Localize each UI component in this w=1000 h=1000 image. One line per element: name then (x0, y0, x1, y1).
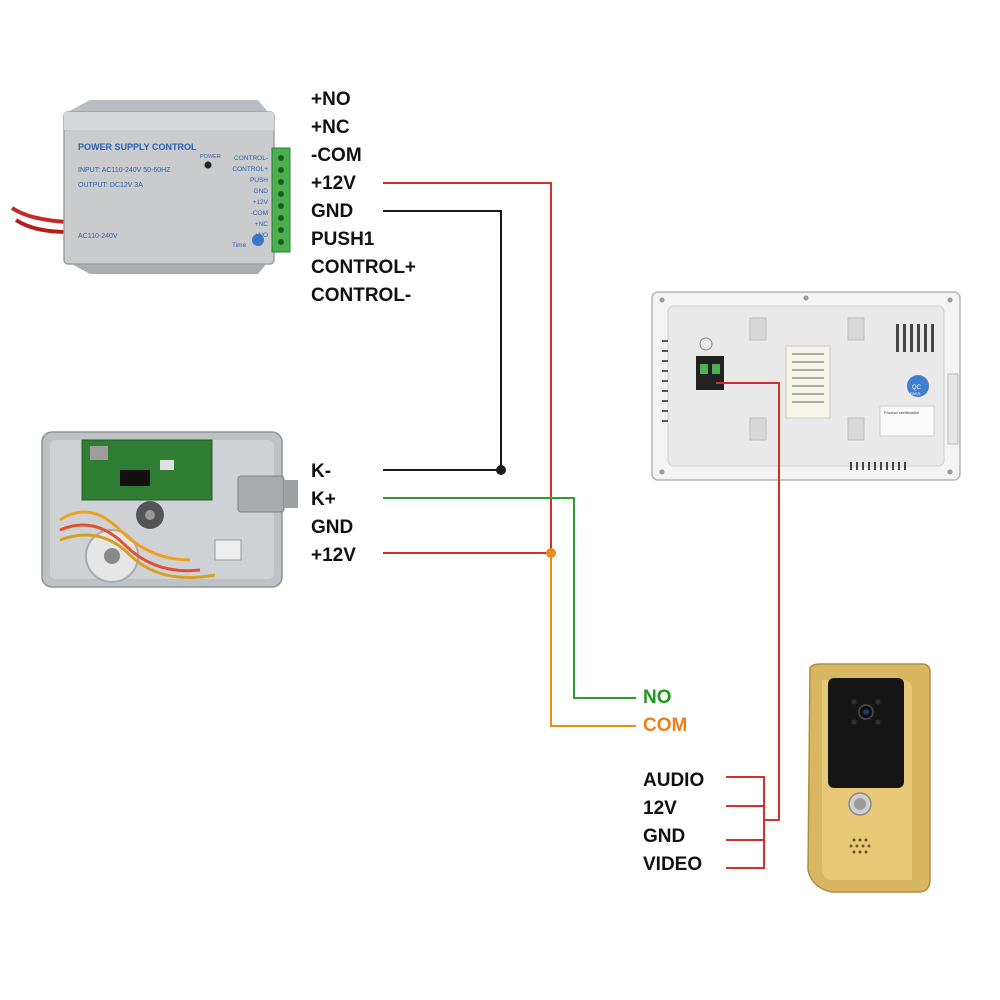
ps-terminal-label: +12V (253, 199, 269, 206)
wire-monitor-link (716, 382, 780, 821)
ps-pin-label: CONTROL- (311, 285, 412, 306)
cert-title: Product certification (884, 410, 919, 415)
lock-pin-label: GND (311, 517, 354, 538)
ps-pin-label: CONTROL+ (311, 257, 417, 278)
ps-terminal-label: +NO (254, 232, 268, 239)
ps-power-label: POWER (200, 154, 221, 160)
wire-12v (383, 182, 552, 553)
lock-pin-label: +12V (311, 545, 356, 566)
ps-title: POWER SUPPLY CONTROL (78, 142, 197, 152)
outdoor-pin-label: VIDEO (643, 854, 703, 875)
relay-com-label: COM (643, 715, 688, 736)
ps-pin-label: +NC (311, 117, 350, 138)
outdoor-pin-label: GND (643, 826, 686, 847)
relay-no-label: NO (643, 687, 672, 708)
outdoor-doorbell-unit (807, 663, 931, 893)
wire-com (550, 553, 636, 727)
lock-pin-label: K+ (311, 489, 336, 510)
lock-pin-label: K- (311, 461, 332, 482)
ps-terminal-label: GND (254, 188, 269, 195)
ps-ac-label: AC110-240V (78, 233, 118, 240)
qc-sub-label: PASS (910, 391, 921, 396)
time-knob-icon (252, 234, 264, 246)
ps-pin-label: -COM (311, 145, 362, 166)
ps-terminal-label: -COM (251, 210, 268, 217)
power-supply-unit (10, 100, 291, 274)
ps-terminal-label: PUSH (250, 177, 268, 184)
ps-pin-label: GND (311, 201, 354, 222)
ps-output: OUTPUT: DC12V 3A (78, 182, 143, 189)
electric-lock (41, 431, 298, 588)
indoor-monitor (651, 291, 961, 481)
wire-harness (726, 776, 765, 869)
wire-k-plus (383, 497, 636, 699)
outdoor-pin-label: AUDIO (643, 770, 705, 791)
ps-pin-label: PUSH1 (311, 229, 375, 250)
ps-time-label: Time (232, 242, 247, 249)
ps-input: INPUT: AC110-240V 50-60HZ (78, 167, 171, 174)
qc-label: QC (912, 385, 922, 391)
ps-terminal-label: CONTROL+ (232, 166, 268, 173)
junction-12v (546, 548, 556, 558)
wire-gnd (383, 210, 502, 470)
outdoor-pin-label: 12V (643, 798, 677, 819)
junction-gnd (496, 465, 506, 475)
ps-pin-label: +12V (311, 173, 356, 194)
ps-terminal-label: CONTROL- (234, 155, 268, 162)
ps-terminal-label: +NC (255, 221, 268, 228)
ps-pin-label: +NO (311, 89, 351, 110)
power-led-icon (204, 161, 212, 169)
